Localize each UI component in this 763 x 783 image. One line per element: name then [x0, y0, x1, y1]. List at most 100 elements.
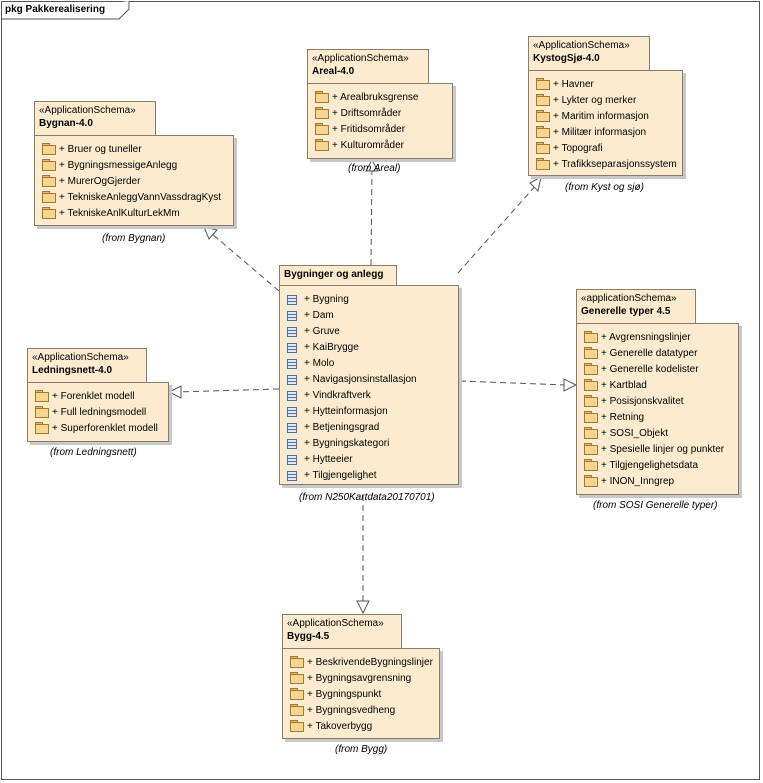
package-item[interactable]: + Lykter og merker	[533, 93, 678, 109]
arrowhead-kyst	[529, 176, 542, 193]
from-label-bygnan: (from Bygnan)	[102, 233, 166, 244]
dependency-to-generelle	[459, 380, 567, 386]
class-icon	[287, 391, 297, 401]
package-item[interactable]: + Bygningsvedheng	[287, 703, 435, 719]
package-item[interactable]: + BeskrivendeBygningslinjer	[287, 655, 435, 671]
frame-title: pkg Pakkerealisering	[5, 4, 106, 15]
class-icon	[287, 375, 297, 385]
package-item[interactable]: + Maritim informasjon	[533, 109, 678, 125]
package-item[interactable]: + MurerOgGjerder	[39, 174, 229, 190]
folder-icon	[42, 143, 56, 155]
package-item[interactable]: + SOSI_Objekt	[581, 426, 734, 442]
package-item[interactable]: + Superforenklet modell	[32, 421, 164, 437]
class-item[interactable]: + Tilgjengelighet	[284, 468, 454, 484]
package-item[interactable]: + Bygningsavgrensning	[287, 671, 435, 687]
package-item[interactable]: + Kulturområder	[312, 138, 448, 154]
package-item[interactable]: + Posisjonskvalitet	[581, 394, 734, 410]
folder-icon	[536, 142, 550, 154]
class-item[interactable]: + Gruve	[284, 324, 454, 340]
class-item[interactable]: + Hytteinformasjon	[284, 404, 454, 420]
package-item[interactable]: + Generelle datatyper	[581, 346, 734, 362]
package-name: KystogSjø-4.0	[533, 53, 600, 64]
folder-icon	[584, 395, 598, 407]
package-item[interactable]: + Topografi	[533, 141, 678, 157]
package-item[interactable]: + Forenklet modell	[32, 389, 164, 405]
folder-icon	[315, 139, 329, 151]
folder-icon	[536, 78, 550, 90]
stereotype-label: «ApplicationSchema»	[39, 105, 136, 116]
class-item[interactable]: + Bygningskategori	[284, 436, 454, 452]
package-item[interactable]: + INON_Inngrep	[581, 474, 734, 490]
folder-icon	[536, 94, 550, 106]
package-name: Bygninger og anlegg	[284, 269, 384, 280]
folder-icon	[290, 688, 304, 700]
package-item[interactable]: + Avgrensningslinjer	[581, 330, 734, 346]
class-icon	[287, 311, 297, 321]
folder-icon	[584, 459, 598, 471]
folder-icon	[35, 422, 49, 434]
from-label-kyst: (from Kyst og sjø)	[565, 182, 644, 193]
arrowhead-bygg	[356, 600, 370, 615]
folder-icon	[584, 379, 598, 391]
folder-icon	[536, 110, 550, 122]
class-item[interactable]: + Vindkraftverk	[284, 388, 454, 404]
folder-icon	[290, 720, 304, 732]
folder-icon	[584, 347, 598, 359]
package-item[interactable]: + TekniskeAnlKulturLekMm	[39, 206, 229, 222]
package-item[interactable]: + BygningsmessigeAnlegg	[39, 158, 229, 174]
package-item[interactable]: + Fritidsområder	[312, 122, 448, 138]
folder-icon	[536, 158, 550, 170]
class-icon	[287, 455, 297, 465]
package-item[interactable]: + Takoverbygg	[287, 719, 435, 735]
dependency-to-kyst	[457, 183, 538, 274]
package-item[interactable]: + Generelle kodelister	[581, 362, 734, 378]
dependency-to-areal	[370, 165, 373, 266]
dependency-to-ledning	[175, 388, 280, 393]
folder-icon	[584, 443, 598, 455]
folder-icon	[42, 159, 56, 171]
package-item[interactable]: + Havner	[533, 77, 678, 93]
folder-icon	[536, 126, 550, 138]
package-name: Areal-4.0	[312, 66, 355, 77]
arrowhead-ledning	[167, 385, 182, 399]
package-item[interactable]: + Retning	[581, 410, 734, 426]
package-item[interactable]: + Driftsområder	[312, 106, 448, 122]
folder-icon	[315, 123, 329, 135]
from-label-ledningsnett: (from Ledningsnett)	[50, 447, 137, 458]
from-label-bygg: (from Bygg)	[335, 744, 388, 755]
package-item[interactable]: + Bruer og tuneller	[39, 142, 229, 158]
package-item[interactable]: + Spesielle linjer og punkter	[581, 442, 734, 458]
package-name: Ledningsnett-4.0	[32, 365, 113, 376]
folder-icon	[35, 406, 49, 418]
package-item[interactable]: + Militær informasjon	[533, 125, 678, 141]
class-item[interactable]: + Dam	[284, 308, 454, 324]
folder-icon	[290, 672, 304, 684]
folder-icon	[584, 411, 598, 423]
from-label-bygninger: (from N250Kartdata20170701)	[299, 492, 435, 503]
arrowhead-areal	[365, 158, 379, 172]
class-item[interactable]: + Molo	[284, 356, 454, 372]
package-name: Bygg-4.5	[287, 631, 330, 642]
package-item[interactable]: + TekniskeAnleggVannVassdragKyst	[39, 190, 229, 206]
package-item[interactable]: + Full ledningsmodell	[32, 405, 164, 421]
package-item[interactable]: + Arealbruksgrense	[312, 90, 448, 106]
class-item[interactable]: + Betjeningsgrad	[284, 420, 454, 436]
from-label-generelle: (from SOSI Generelle typer)	[593, 500, 718, 511]
package-item[interactable]: + Tilgjengelighetsdata	[581, 458, 734, 474]
class-item[interactable]: + Navigasjonsinstallasjon	[284, 372, 454, 388]
class-icon	[287, 439, 297, 449]
class-icon	[287, 423, 297, 433]
class-item[interactable]: + Bygning	[284, 292, 454, 308]
class-item[interactable]: + KaiBrygge	[284, 340, 454, 356]
package-item[interactable]: + Kartblad	[581, 378, 734, 394]
stereotype-label: «ApplicationSchema»	[533, 40, 630, 51]
class-icon	[287, 327, 297, 337]
class-item[interactable]: + Hytteeier	[284, 452, 454, 468]
folder-icon	[35, 390, 49, 402]
package-item[interactable]: + Bygningspunkt	[287, 687, 435, 703]
package-item[interactable]: + Trafikkseparasjonssystem	[533, 157, 678, 173]
stereotype-label: «applicationSchema»	[581, 293, 677, 304]
package-name: Generelle typer 4.5	[581, 306, 671, 317]
